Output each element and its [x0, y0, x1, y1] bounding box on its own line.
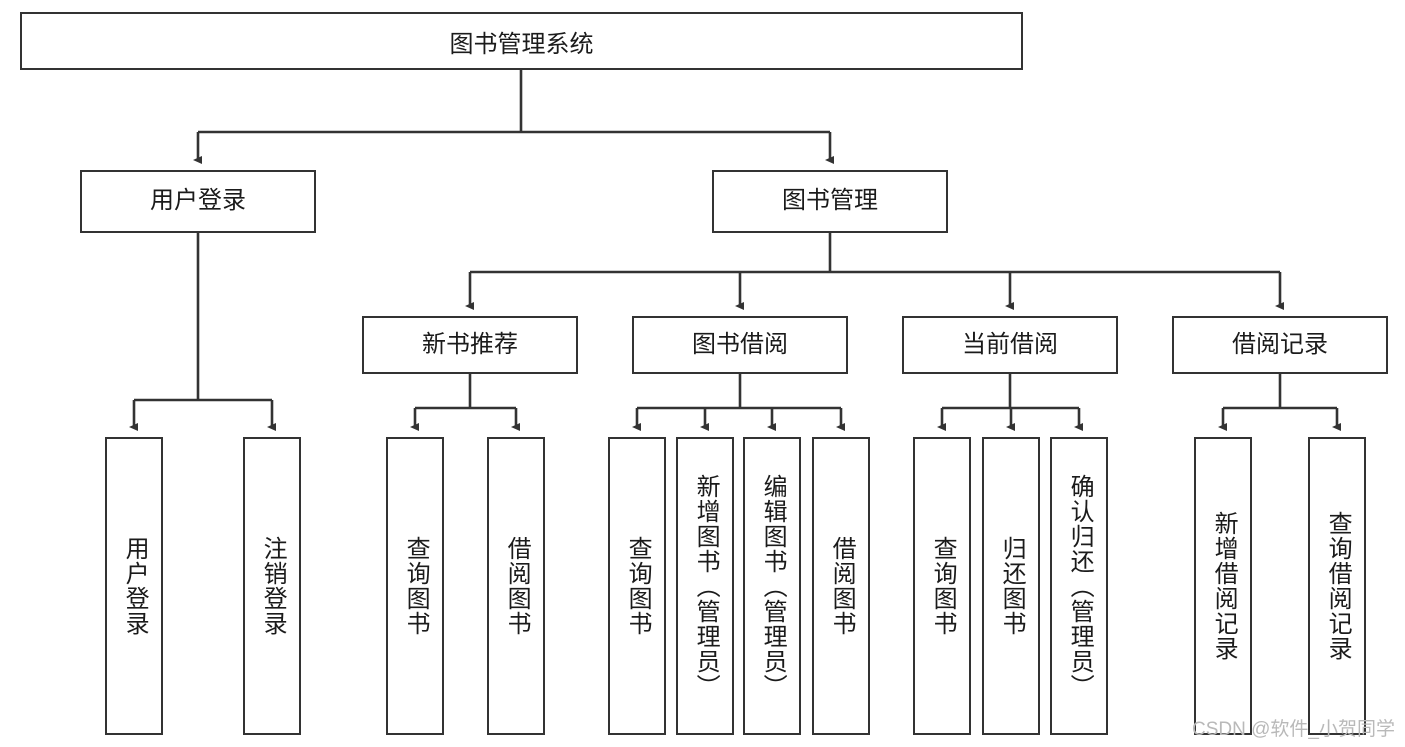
watermark: CSDN @软件_小贺同学	[1192, 719, 1395, 740]
node-new-book-recommend-label: 新书推荐	[422, 330, 518, 358]
node-borrow-records[interactable]: 借阅记录	[1172, 316, 1388, 374]
node-book-management[interactable]: 图书管理	[712, 170, 948, 233]
leaf-confirm-return-admin[interactable]: 确认归还（管理员）	[1050, 437, 1108, 735]
node-user-login[interactable]: 用户登录	[80, 170, 316, 233]
leaf-query-book-borrow[interactable]: 查询图书	[608, 437, 666, 735]
leaf-label: 注销登录	[259, 536, 287, 636]
node-new-book-recommend[interactable]: 新书推荐	[362, 316, 578, 374]
leaf-label: 借阅图书	[503, 536, 531, 636]
leaf-edit-book-admin[interactable]: 编辑图书（管理员）	[743, 437, 801, 735]
leaf-label: 新增图书（管理员）	[692, 473, 720, 699]
node-user-login-label: 用户登录	[150, 187, 246, 215]
leaf-query-book-recommend[interactable]: 查询图书	[386, 437, 444, 735]
leaf-label: 查询图书	[624, 536, 652, 636]
leaf-query-borrow-record[interactable]: 查询借阅记录	[1308, 437, 1366, 735]
leaf-add-borrow-record[interactable]: 新增借阅记录	[1194, 437, 1252, 735]
leaf-label: 查询借阅记录	[1324, 511, 1352, 661]
leaf-label: 新增借阅记录	[1210, 511, 1238, 661]
leaf-borrow-book-recommend[interactable]: 借阅图书	[487, 437, 545, 735]
leaf-query-book-current[interactable]: 查询图书	[913, 437, 971, 735]
leaf-logout[interactable]: 注销登录	[243, 437, 301, 735]
node-book-borrow[interactable]: 图书借阅	[632, 316, 848, 374]
leaf-label: 查询图书	[402, 536, 430, 636]
leaf-label: 用户登录	[121, 536, 149, 636]
node-book-borrow-label: 图书借阅	[692, 330, 788, 358]
leaf-label: 归还图书	[998, 536, 1026, 636]
node-current-borrow[interactable]: 当前借阅	[902, 316, 1118, 374]
node-root[interactable]: 图书管理系统	[20, 12, 1023, 70]
leaf-add-book-admin[interactable]: 新增图书（管理员）	[676, 437, 734, 735]
node-current-borrow-label: 当前借阅	[962, 330, 1058, 358]
node-root-label: 图书管理系统	[449, 30, 594, 58]
leaf-label: 编辑图书（管理员）	[759, 473, 787, 699]
leaf-label: 查询图书	[929, 536, 957, 636]
leaf-return-book[interactable]: 归还图书	[982, 437, 1040, 735]
leaf-label: 借阅图书	[828, 536, 856, 636]
node-book-management-label: 图书管理	[782, 187, 878, 215]
node-borrow-records-label: 借阅记录	[1232, 330, 1328, 358]
leaf-borrow-book[interactable]: 借阅图书	[812, 437, 870, 735]
leaf-user-login[interactable]: 用户登录	[105, 437, 163, 735]
leaf-label: 确认归还（管理员）	[1066, 473, 1094, 699]
